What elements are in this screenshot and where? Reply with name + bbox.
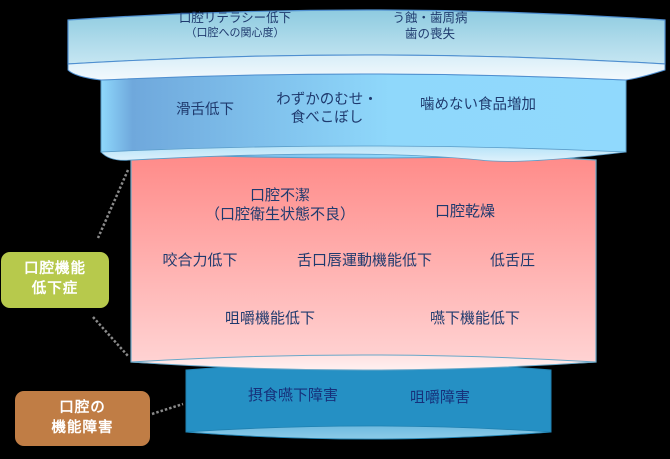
badge-line: 低下症: [31, 281, 79, 297]
badge-line: 口腔の: [59, 399, 106, 416]
tier3-item-tongue-pressure: 低舌圧: [475, 251, 550, 270]
label-line: 低舌圧: [489, 251, 535, 269]
tier2-item-hard-foods: 噛めない食品増加: [403, 96, 553, 114]
tier3-item-dry-mouth: 口腔乾燥: [415, 202, 515, 221]
label-line: 咀嚼機能低下: [224, 309, 315, 327]
label-line: 咬合力低下: [162, 251, 238, 269]
label-line: （口腔衛生状態不良）: [204, 204, 355, 223]
tier1-item-caries: う蝕・歯周病 歯の喪失: [375, 10, 485, 41]
label-line: わずかのむせ・: [276, 92, 378, 108]
badge-line: 口腔機能: [24, 261, 86, 278]
label-line: 舌口唇運動機能低下: [296, 251, 432, 269]
label-line: う蝕・歯周病: [392, 10, 468, 25]
tier2-item-articulation: 滑舌低下: [165, 101, 245, 119]
tier4-item-chewing-disorder: 咀嚼障害: [395, 388, 485, 407]
tier1-item-oral-literacy: 口腔リテラシー低下 （口腔への関心度）: [160, 10, 310, 39]
label-line: 咀嚼障害: [409, 388, 470, 406]
tier4-shape: [185, 362, 552, 440]
label-line: 口腔乾燥: [434, 202, 495, 220]
label-line: （口腔への関心度）: [185, 25, 285, 39]
tier1-shape: [67, 9, 666, 81]
label-line: 噛めない食品増加: [420, 97, 536, 113]
label-line: 食べこぼし: [290, 110, 364, 127]
label-line: 口腔リテラシー低下: [178, 10, 292, 25]
label-line: 歯の喪失: [404, 25, 455, 41]
tier2-item-choking: わずかのむせ・ 食べこぼし: [262, 91, 392, 127]
connector-lines: [92, 169, 184, 416]
tier3-item-tongue-lip-motor: 舌口唇運動機能低下: [272, 251, 457, 270]
label-line: 嚥下機能低下: [429, 309, 520, 327]
badge-oral-dysfunction: 口腔の 機能障害: [15, 391, 150, 446]
tier3-shape: [130, 152, 597, 371]
label-line: 摂食嚥下障害: [247, 386, 338, 404]
badge-line: 機能障害: [51, 419, 114, 436]
badge-oral-hypofunction: 口腔機能 低下症: [1, 252, 109, 308]
tier4-item-dysphagia: 摂食嚥下障害: [228, 386, 358, 405]
label-line: 滑舌低下: [176, 102, 234, 118]
tier3-item-chewing-function: 咀嚼機能低下: [205, 309, 335, 328]
tier3-item-oral-hygiene: 口腔不潔 （口腔衛生状態不良）: [180, 186, 380, 224]
label-line: 口腔不潔: [249, 186, 310, 204]
tier3-item-bite-force: 咬合力低下: [145, 251, 255, 270]
tier3-item-swallowing-function: 嚥下機能低下: [410, 309, 540, 328]
